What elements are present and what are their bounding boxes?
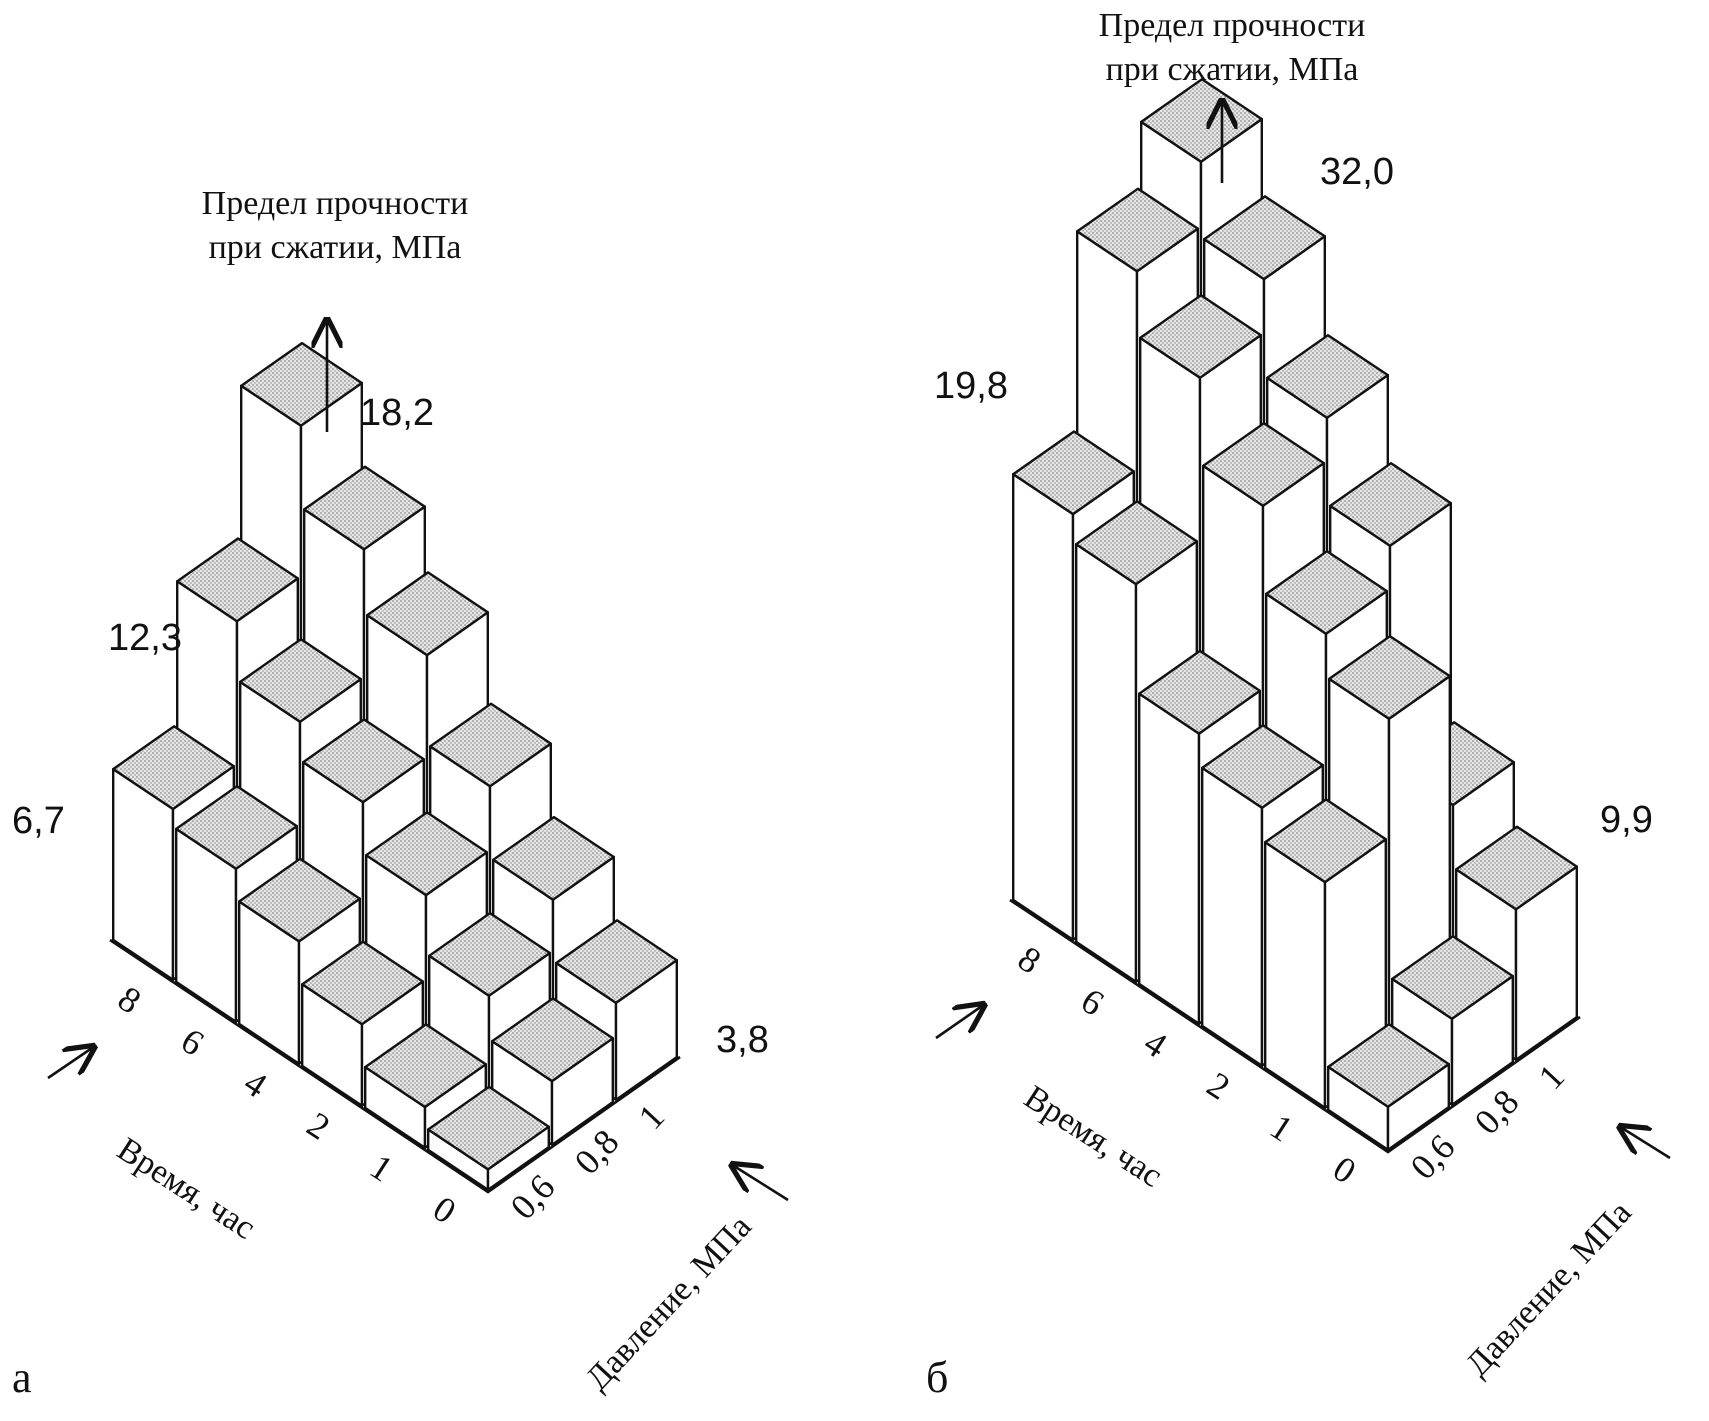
z-axis-label-line1-a: Предел прочности bbox=[202, 185, 469, 222]
bar-side-left bbox=[1137, 692, 1201, 1025]
time-tick-label: 6 bbox=[1074, 980, 1111, 1023]
value-label-a-4: 3,8 bbox=[716, 1019, 769, 1061]
bar-side-left bbox=[1200, 766, 1264, 1068]
bar-top bbox=[1137, 649, 1262, 735]
pressure-tick-label: 1 bbox=[631, 1097, 673, 1137]
time-tick-label: 4 bbox=[1137, 1022, 1174, 1065]
time-axis-arrow-b bbox=[935, 1006, 982, 1040]
time-axis-arrow-a bbox=[47, 1048, 92, 1080]
bar-b-t1-p0,6 bbox=[1263, 798, 1388, 1110]
bar-side-left bbox=[1012, 473, 1075, 941]
bar-top bbox=[427, 1085, 550, 1171]
bars-group-b bbox=[1009, 77, 1581, 1154]
bar-top bbox=[1138, 294, 1263, 379]
time-axis-label-b: Время, час bbox=[1018, 1079, 1169, 1195]
bar-top bbox=[239, 341, 363, 427]
bar-top bbox=[428, 911, 551, 997]
pressure-axis-arrow-a bbox=[734, 1166, 789, 1202]
bar-top bbox=[1074, 500, 1199, 586]
pressure-tick-label: 1 bbox=[1531, 1057, 1573, 1097]
bar-top bbox=[1390, 935, 1515, 1020]
time-tick-label: 6 bbox=[174, 1020, 211, 1063]
bar-top bbox=[1326, 1022, 1451, 1109]
bar-top bbox=[555, 919, 678, 1005]
bar-top bbox=[491, 997, 614, 1083]
z-axis-label-line2-a: при сжатии, МПа bbox=[209, 229, 462, 266]
bar-top bbox=[364, 1023, 487, 1109]
value-label-max-a: 18,2 bbox=[360, 392, 434, 434]
time-tick-label: 4 bbox=[237, 1062, 274, 1105]
value-label-b-2: 19,8 bbox=[934, 365, 1008, 407]
bar-top bbox=[1202, 195, 1327, 281]
z-axis-label-line1-b: Предел прочности bbox=[1099, 7, 1366, 44]
bar-a-t0-p0,6 bbox=[427, 1085, 550, 1192]
panel-label-a: а bbox=[12, 1353, 32, 1402]
bar-top bbox=[1263, 798, 1388, 884]
bar-top bbox=[1327, 635, 1452, 720]
value-label-a-3: 6,7 bbox=[12, 800, 65, 842]
bar-top bbox=[1264, 550, 1389, 635]
bars-group-a bbox=[109, 341, 681, 1194]
value-label-max-b: 32,0 bbox=[1320, 151, 1394, 193]
panel-label-b: б bbox=[926, 1353, 948, 1402]
bar-top bbox=[174, 785, 298, 870]
time-axis-label-a: Время, час bbox=[111, 1131, 262, 1247]
bar-top bbox=[366, 571, 489, 657]
time-tick-label: 2 bbox=[1200, 1064, 1237, 1107]
chart-panel-a: Предел прочности при сжатии, МПа 18,2 12… bbox=[12, 185, 789, 1402]
time-tick-label: 8 bbox=[111, 978, 148, 1021]
bar-top bbox=[1265, 334, 1390, 419]
bar-top bbox=[302, 718, 425, 804]
chart-panel-b: Предел прочности при сжатии, МПа 32,0 19… bbox=[926, 7, 1671, 1402]
bar-b-t0-p0,6 bbox=[1326, 1022, 1451, 1152]
ground-axes bbox=[109, 938, 681, 1194]
bar-top bbox=[365, 811, 488, 897]
bar-top bbox=[237, 857, 361, 943]
bar-top bbox=[238, 638, 362, 723]
value-label-b-3: 9,9 bbox=[1600, 799, 1653, 841]
bar-top bbox=[303, 465, 426, 551]
time-tick-label: 8 bbox=[1011, 938, 1048, 981]
z-axis-label-line2-b: при сжатии, МПа bbox=[1106, 51, 1359, 88]
bar-top bbox=[1454, 825, 1579, 911]
bar-top bbox=[1201, 422, 1326, 507]
bar-top bbox=[301, 940, 424, 1026]
bar-top bbox=[492, 815, 615, 901]
time-tick-label: 2 bbox=[300, 1104, 337, 1147]
time-tick-label: 1 bbox=[363, 1146, 400, 1189]
bar-top bbox=[175, 537, 299, 623]
time-tick-label: 0 bbox=[1326, 1148, 1363, 1191]
time-tick-label: 0 bbox=[426, 1188, 463, 1231]
pressure-axis-label-b: Давление, МПа bbox=[1459, 1194, 1639, 1383]
value-label-a-2: 12,3 bbox=[108, 617, 182, 659]
bar-top bbox=[1012, 430, 1136, 516]
bar-top bbox=[1075, 187, 1200, 273]
pressure-axis-label-a: Давление, МПа bbox=[579, 1208, 759, 1397]
bar-side-left bbox=[1263, 841, 1327, 1110]
bar-side-left bbox=[1074, 543, 1138, 983]
ground-axes bbox=[1009, 898, 1581, 1154]
bar-top bbox=[1200, 724, 1325, 809]
bar-top bbox=[429, 702, 552, 788]
time-tick-label: 1 bbox=[1263, 1106, 1300, 1149]
bar-top bbox=[1328, 462, 1453, 547]
pressure-axis-arrow-b bbox=[1622, 1128, 1671, 1160]
bar-top bbox=[111, 725, 236, 811]
